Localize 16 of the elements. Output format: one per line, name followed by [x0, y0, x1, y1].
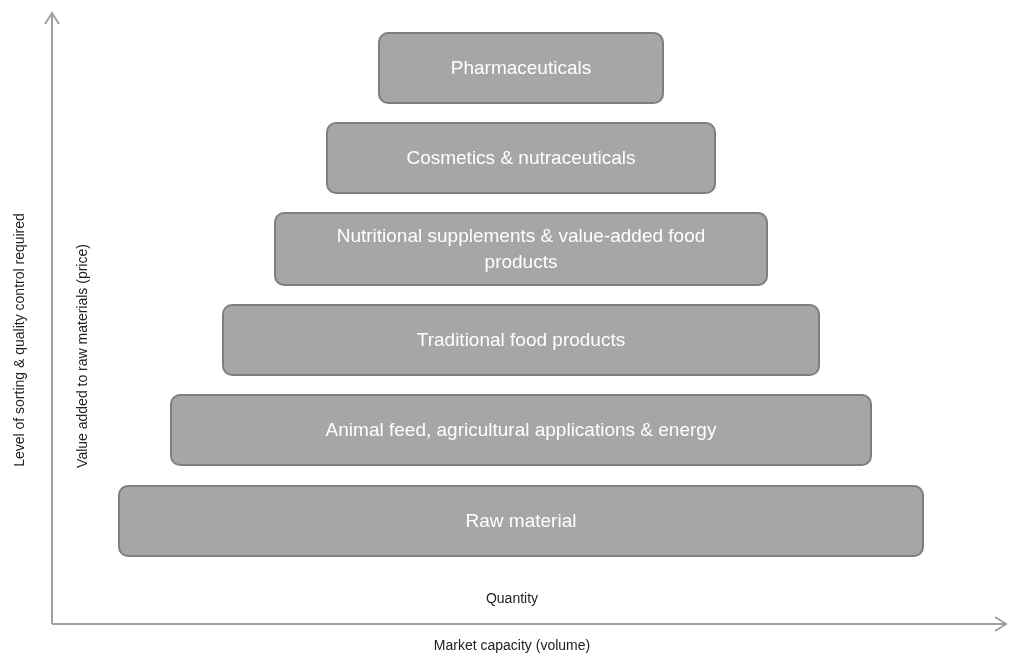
axis-label: Market capacity (volume) — [433, 637, 591, 653]
axis-label: Level of sorting & quality control required — [11, 213, 27, 467]
tier-box — [222, 304, 820, 376]
tier-box — [378, 32, 664, 104]
tier-label: Cosmetics & nutraceuticals — [406, 146, 636, 170]
tier-label: Pharmaceuticals — [450, 56, 592, 80]
tier-box — [118, 485, 924, 557]
tier-box — [170, 394, 872, 466]
axis-label: Value added to raw materials (price) — [74, 244, 90, 468]
tier-label: Raw material — [465, 509, 577, 533]
tier-box — [326, 122, 716, 194]
tier-label: Animal feed, agricultural applications & energy — [325, 418, 717, 442]
tier-label: Nutritional supplements & value-added food products — [335, 224, 707, 274]
tier-box — [274, 212, 768, 286]
axis-label: Quantity — [485, 590, 539, 606]
tier-label: Traditional food products — [416, 328, 626, 352]
